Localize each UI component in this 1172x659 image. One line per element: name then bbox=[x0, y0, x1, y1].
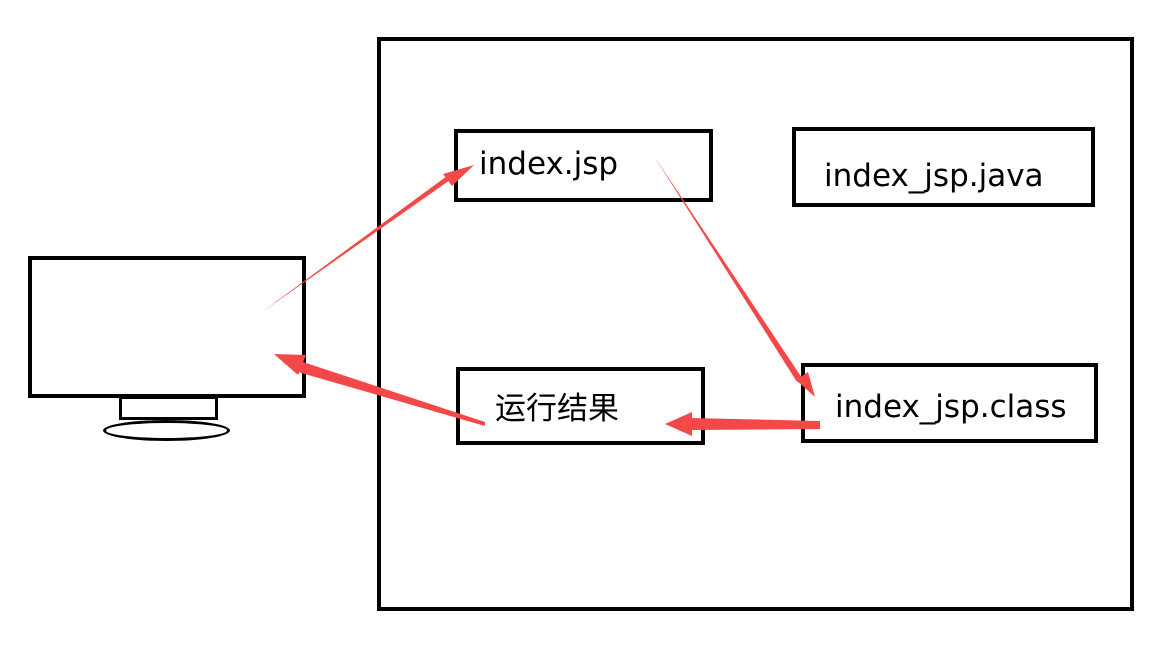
monitor-neck bbox=[119, 396, 218, 420]
index-jsp-label: index.jsp bbox=[479, 146, 619, 182]
server-container bbox=[377, 37, 1134, 611]
index-jsp-class-node bbox=[801, 363, 1098, 443]
monitor-screen bbox=[28, 256, 306, 398]
index-jsp-class-label: index_jsp.class bbox=[835, 389, 1067, 425]
monitor-base bbox=[103, 420, 230, 441]
index-jsp-java-label: index_jsp.java bbox=[824, 158, 1044, 194]
result-label: 运行结果 bbox=[495, 391, 619, 427]
